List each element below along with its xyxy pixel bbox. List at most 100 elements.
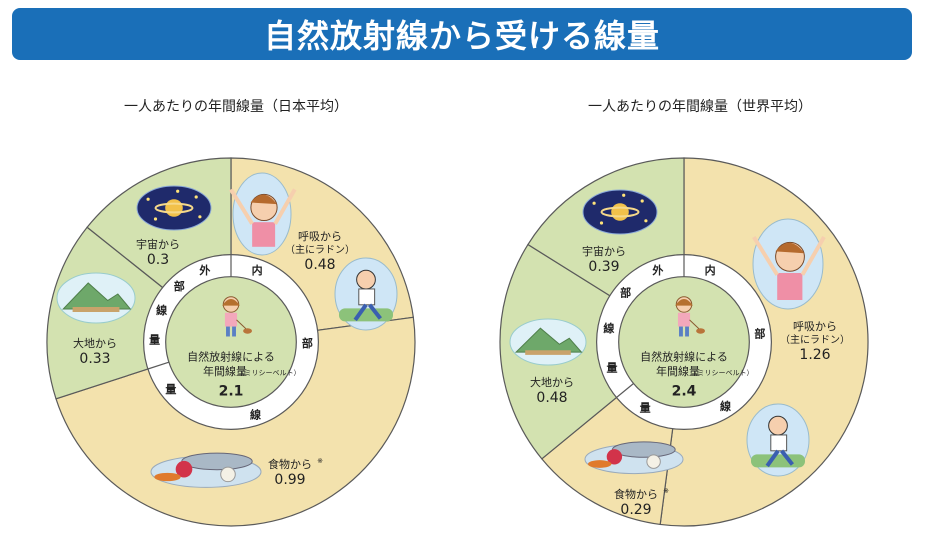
grass-strip <box>339 308 393 322</box>
planet-body <box>611 203 629 221</box>
title-banner: 自然放射線から受ける線量 <box>12 8 912 60</box>
carrot-shape <box>154 472 181 482</box>
girl-shirt <box>677 312 691 327</box>
slice-label-sub: （主にラドン） <box>780 334 850 346</box>
runner-head <box>356 269 376 290</box>
arm-left <box>752 235 779 276</box>
slice-value-label: 0.99 <box>274 472 305 488</box>
arm-right <box>800 236 826 276</box>
ring-label-internal: 部 <box>754 326 765 340</box>
ring-label-internal: 内 <box>252 263 263 277</box>
girl-hair <box>675 298 693 306</box>
hair-shape <box>250 194 277 205</box>
fish-shape <box>181 452 253 471</box>
pie-chart-0: 内部線量外部線量自然放射線による年間線量（ミリシーベルト）2.1呼吸から（主にラ… <box>46 157 416 527</box>
ring-label-internal: 内 <box>705 263 716 277</box>
rice-bowl <box>220 466 236 483</box>
ring-label-internal: 部 <box>302 336 313 350</box>
ring-label-external: 量 <box>606 361 617 374</box>
rice-bowl <box>646 454 661 469</box>
ground-strip <box>525 350 571 355</box>
slice-label-name: 食物から <box>614 487 658 501</box>
girl-hair <box>222 298 240 306</box>
dog-leash <box>689 319 700 330</box>
slice-value-label: 0.3 <box>147 252 169 268</box>
ring-label-external: 外 <box>651 263 663 277</box>
slice-label-name: 呼吸から <box>793 320 837 333</box>
center-label-unit: （ミリシーベルト） <box>691 369 754 377</box>
dog-body <box>696 328 705 334</box>
ring-label-internal: 線 <box>250 407 261 421</box>
girl-leg-right <box>232 326 236 337</box>
slice-value-label: 0.33 <box>79 351 110 367</box>
slice-label-note: ※ <box>317 457 323 465</box>
star-icon <box>644 219 648 223</box>
slice-label-name: 大地から <box>73 336 117 350</box>
slice-value-label: 0.48 <box>536 390 567 406</box>
center-label-unit: （ミリシーベルト） <box>238 369 301 377</box>
star-icon <box>146 197 150 201</box>
dog-leash <box>236 319 247 330</box>
center-label-line1: 自然放射線による <box>187 349 275 363</box>
ring-divider <box>616 383 634 398</box>
runner-leg-left <box>353 303 368 322</box>
pie-slice <box>499 243 686 460</box>
slice-label-note: ※ <box>663 487 669 495</box>
center-label-line2: 年間線量 <box>656 364 700 378</box>
ground-strip <box>72 307 120 312</box>
ring-label-external: 線 <box>603 321 614 335</box>
dog-body <box>243 328 252 334</box>
ring-label-internal: 量 <box>640 402 651 415</box>
shirt-shape <box>777 273 803 300</box>
ring-label-external: 量 <box>149 333 160 346</box>
slice-label-name: 宇宙から <box>136 237 180 251</box>
slice-value-label: 0.48 <box>304 257 335 273</box>
girl-leg-left <box>226 326 230 337</box>
runner-leg-right <box>368 303 382 320</box>
ring-label-external: 部 <box>174 279 185 293</box>
slice-label-name: 大地から <box>530 375 574 389</box>
center-label-line1: 自然放射線による <box>640 349 728 363</box>
slice-label-sub: （主にラドン） <box>285 244 355 256</box>
star-icon <box>599 221 604 225</box>
pie-chart-1: 内部線量外部線量自然放射線による年間線量（ミリシーベルト）2.4呼吸から（主にラ… <box>499 157 869 527</box>
center-label-line2: 年間線量 <box>203 364 247 378</box>
runner-head <box>768 415 788 436</box>
grass-strip <box>751 454 805 468</box>
runner-shirt <box>770 434 788 452</box>
arm-right <box>273 188 297 225</box>
runner-leg-right <box>780 449 794 466</box>
slice-label-name: 宇宙から <box>582 244 626 258</box>
ring-label-external: 部 <box>620 286 631 300</box>
page-title: 自然放射線から受ける線量 <box>263 17 660 55</box>
chart-subtitle-japan: 一人あたりの年間線量（日本平均） <box>124 99 348 115</box>
planet-body <box>165 199 183 217</box>
tomato-shape <box>175 460 193 478</box>
star-icon <box>176 189 180 193</box>
ring-label-external: 外 <box>198 263 210 277</box>
slice-value-label: 0.39 <box>588 259 619 275</box>
arm-left <box>229 188 254 225</box>
girl-leg-right <box>685 326 689 337</box>
chart-subtitle-world: 一人あたりの年間線量（世界平均） <box>588 99 812 115</box>
star-icon <box>592 201 596 205</box>
runner-leg-left <box>765 449 780 468</box>
slice-label-name: 呼吸から <box>298 230 342 243</box>
star-icon <box>622 193 626 197</box>
star-icon <box>194 195 198 199</box>
star-icon <box>198 215 202 219</box>
center-total-value: 2.1 <box>219 383 244 399</box>
ring-divider <box>147 361 170 370</box>
runner-shirt <box>358 288 376 306</box>
star-icon <box>640 199 644 203</box>
girl-shirt <box>224 312 238 327</box>
center-total-value: 2.4 <box>672 383 697 399</box>
slice-value-label: 0.29 <box>620 502 651 518</box>
ring-label-internal: 線 <box>720 399 731 413</box>
planet-ring <box>154 202 194 214</box>
tomato-shape <box>606 449 623 465</box>
star-icon <box>153 217 158 221</box>
shirt-shape <box>252 222 276 247</box>
girl-leg-left <box>679 326 683 337</box>
